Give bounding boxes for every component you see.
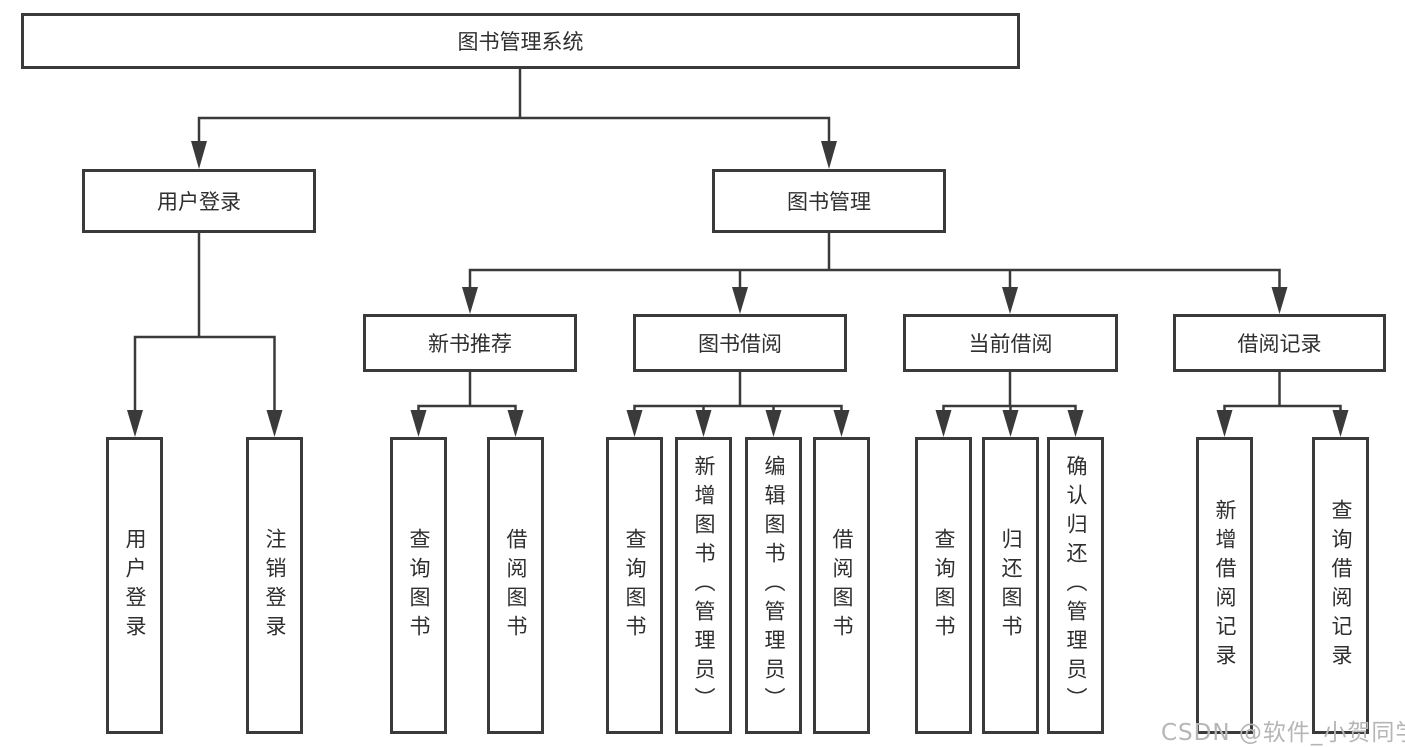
- leaf-query-books: 查询图书: [606, 437, 663, 734]
- node-book-management-system: 图书管理系统: [21, 13, 1020, 69]
- arrow-down-icon: [1216, 410, 1233, 437]
- leaf-label: 查询图书: [407, 527, 431, 644]
- node-book-borrow: 图书借阅: [633, 314, 847, 372]
- arrow-down-icon: [626, 410, 643, 437]
- node-current-borrow: 当前借阅: [903, 314, 1118, 372]
- leaf-label: 借阅图书: [830, 527, 854, 644]
- arrow-down-icon: [127, 410, 143, 437]
- leaf-query-books: 查询图书: [915, 437, 972, 734]
- leaf-query-borrow-record: 查询借阅记录: [1312, 437, 1369, 734]
- leaf-add-borrow-record: 新增借阅记录: [1196, 437, 1253, 734]
- leaf-edit-books-admin: 编辑图书（管理员）: [745, 437, 802, 734]
- node-book-management: 图书管理: [712, 169, 946, 233]
- leaf-label: 新增图书（管理员）: [692, 455, 716, 716]
- csdn-watermark: CSDN @软件_小贺同学: [1161, 720, 1405, 746]
- arrow-down-icon: [462, 287, 478, 314]
- arrow-down-icon: [935, 410, 952, 437]
- arrow-down-icon: [1002, 410, 1019, 437]
- arrow-down-icon: [1271, 287, 1288, 314]
- node-label: 图书管理系统: [457, 30, 584, 54]
- connector-borrow-records: [1223, 370, 1342, 413]
- connector-book-borrow: [633, 370, 843, 413]
- leaf-borrow-books: 借阅图书: [487, 437, 544, 734]
- arrow-down-icon: [695, 410, 712, 437]
- leaf-return-books: 归还图书: [982, 437, 1039, 734]
- node-label: 新书推荐: [428, 332, 512, 356]
- node-label: 用户登录: [157, 190, 241, 214]
- arrow-down-icon: [266, 410, 283, 437]
- leaf-label: 归还图书: [999, 527, 1023, 644]
- arrow-down-icon: [765, 410, 782, 437]
- leaf-label: 新增借阅记录: [1213, 498, 1237, 673]
- node-label: 当前借阅: [968, 332, 1053, 356]
- leaf-logout: 注销登录: [246, 437, 303, 734]
- connector-user-login: [133, 231, 276, 413]
- arrow-down-icon: [821, 141, 837, 169]
- node-user-login: 用户登录: [82, 169, 316, 233]
- arrow-down-icon: [732, 287, 748, 314]
- arrow-down-icon: [410, 410, 427, 437]
- leaf-user-login: 用户登录: [106, 437, 163, 734]
- node-label: 借阅记录: [1237, 332, 1322, 356]
- arrow-down-icon: [191, 141, 207, 169]
- leaf-add-books-admin: 新增图书（管理员）: [675, 437, 732, 734]
- arrowheads: [127, 141, 1349, 437]
- node-label: 图书借阅: [698, 332, 782, 356]
- leaf-label: 查询图书: [623, 527, 647, 644]
- leaf-label: 注销登录: [263, 527, 287, 644]
- connector-new-book: [417, 370, 517, 413]
- node-label: 图书管理: [787, 190, 871, 214]
- connector-book-management: [468, 231, 1281, 292]
- leaf-borrow-books: 借阅图书: [813, 437, 870, 734]
- arrow-down-icon: [1332, 410, 1349, 437]
- arrow-down-icon: [1067, 410, 1084, 437]
- leaf-confirm-return-admin: 确认归还（管理员）: [1047, 437, 1104, 734]
- leaf-label: 确认归还（管理员）: [1064, 455, 1088, 716]
- arrow-down-icon: [1002, 287, 1018, 314]
- node-new-book-recommend: 新书推荐: [363, 314, 577, 372]
- leaf-label: 编辑图书（管理员）: [762, 455, 786, 716]
- leaf-label: 借阅图书: [504, 527, 528, 644]
- leaf-query-books: 查询图书: [390, 437, 447, 734]
- connector-current-borrow: [942, 370, 1077, 413]
- leaf-label: 查询图书: [932, 527, 956, 644]
- arrow-down-icon: [833, 410, 850, 437]
- connector-root-trunk: [197, 67, 831, 145]
- node-borrow-records: 借阅记录: [1173, 314, 1386, 372]
- leaf-label: 用户登录: [123, 527, 147, 644]
- leaf-label: 查询借阅记录: [1329, 498, 1353, 673]
- arrow-down-icon: [507, 410, 524, 437]
